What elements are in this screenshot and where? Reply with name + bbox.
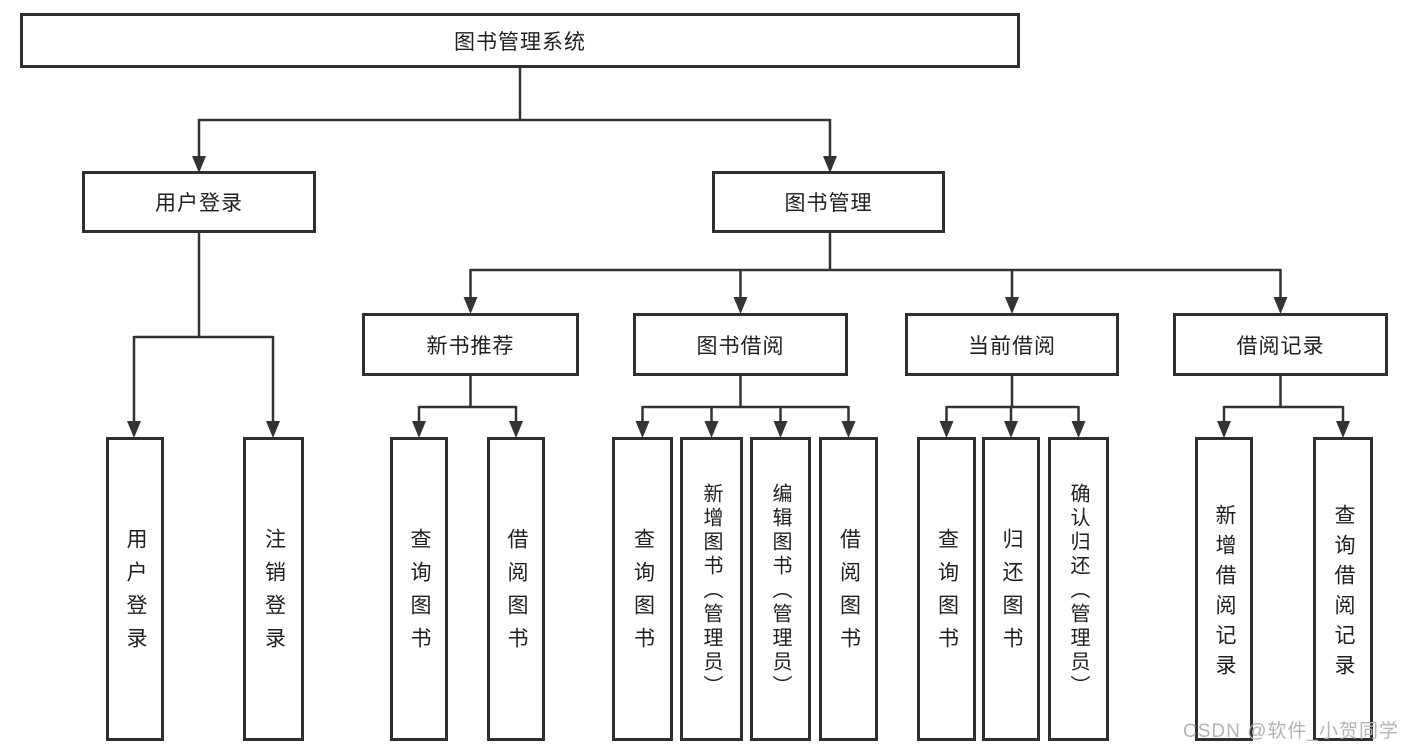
node-new-book-recommend: 新书推荐 (362, 313, 579, 376)
leaf-borrow-edit-books-admin: 编辑图书（管理员） (750, 437, 811, 741)
leaf-current-query-books: 查询图书 (917, 437, 976, 741)
leaf-borrow-add-books-admin: 新增图书（管理员） (680, 437, 743, 741)
watermark: CSDN @软件_小贺同学 (1183, 721, 1399, 742)
node-book-management: 图书管理 (712, 171, 945, 233)
leaf-current-confirm-return-admin: 确认归还（管理员） (1048, 437, 1109, 741)
leaf-borrow-borrow-books: 借阅图书 (819, 437, 878, 741)
leaf-records-query-record: 查询借阅记录 (1313, 437, 1373, 741)
arrowheads (127, 156, 1350, 438)
leaf-recommend-query-books: 查询图书 (390, 437, 448, 741)
leaf-recommend-borrow-books: 借阅图书 (487, 437, 545, 741)
node-current-borrow: 当前借阅 (905, 313, 1119, 376)
node-user-login: 用户登录 (82, 171, 316, 233)
leaf-current-return-books: 归还图书 (982, 437, 1040, 741)
leaf-logout-login: 注销登录 (243, 437, 304, 741)
node-borrow-records: 借阅记录 (1173, 313, 1388, 376)
leaf-records-add-record: 新增借阅记录 (1195, 437, 1253, 741)
node-book-borrow: 图书借阅 (633, 313, 848, 376)
node-root-system: 图书管理系统 (20, 13, 1020, 68)
leaf-user-login: 用户登录 (106, 437, 164, 741)
leaf-borrow-query-books: 查询图书 (612, 437, 673, 741)
